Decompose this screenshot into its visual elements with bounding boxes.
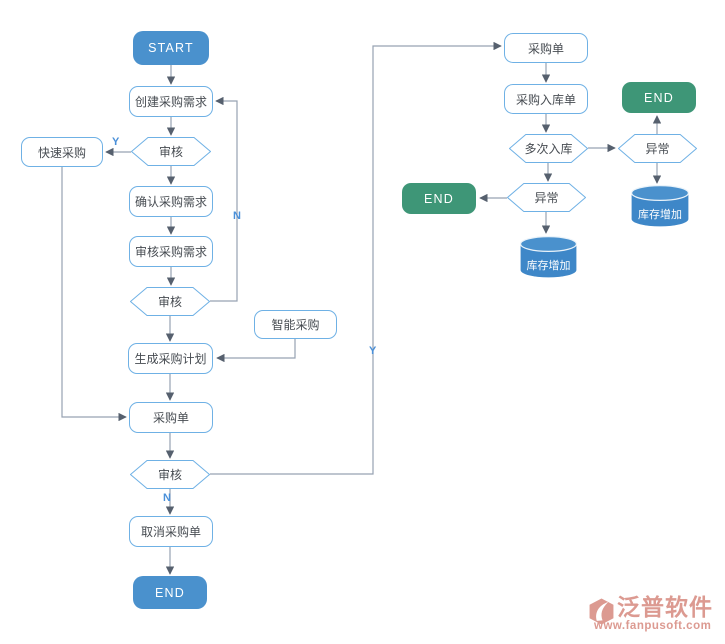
node-label: 采购单 xyxy=(152,411,189,425)
node-purchase-order: 采购单 xyxy=(129,402,213,433)
node-label: 生成采购计划 xyxy=(134,352,207,366)
node-abnormal-right: 异常 xyxy=(618,134,697,163)
branch-label-yes: Y xyxy=(369,345,377,357)
node-label: END xyxy=(644,90,674,105)
node-label: 异常 xyxy=(645,142,670,156)
node-label: 智能采购 xyxy=(271,318,320,332)
node-abnormal-center: 异常 xyxy=(507,183,586,212)
branch-label-no: N xyxy=(163,492,171,504)
node-label: 采购单 xyxy=(527,41,564,56)
node-start: START xyxy=(133,31,209,65)
cylinder-shape xyxy=(520,236,577,278)
node-label: 多次入库 xyxy=(524,142,573,156)
node-label: 审核 xyxy=(157,295,182,309)
fanpu-logo-icon xyxy=(589,598,614,625)
node-end-center: END xyxy=(402,183,476,214)
node-purchase-inbound-order: 采购入库单 xyxy=(504,84,588,114)
node-create-purchase-request: 创建采购需求 xyxy=(129,86,213,117)
node-label: 审核 xyxy=(157,468,182,482)
watermark: 泛普软件 www.fanpusoft.com xyxy=(588,594,724,632)
node-smart-purchase: 智能采购 xyxy=(254,310,337,339)
watermark-brand: 泛普软件 xyxy=(617,594,713,620)
node-purchase-order-right: 采购单 xyxy=(504,33,588,63)
node-confirm-purchase-request: 确认采购需求 xyxy=(129,186,213,217)
hexagon-shape xyxy=(618,134,697,163)
node-label: START xyxy=(148,41,194,55)
node-label: 库存增加 xyxy=(526,260,571,272)
node-cancel-purchase-order: 取消采购单 xyxy=(129,516,213,547)
node-label: 确认采购需求 xyxy=(134,195,207,209)
node-review-2: 审核 xyxy=(130,287,210,316)
node-label: 审核 xyxy=(158,145,183,159)
node-stock-increase-center: 库存增加 xyxy=(520,236,577,278)
node-stock-increase-right: 库存增加 xyxy=(631,185,689,227)
hexagon-shape xyxy=(507,183,586,212)
node-label: 采购入库单 xyxy=(515,92,576,107)
branch-label-yes: Y xyxy=(112,136,120,148)
hexagon-shape xyxy=(130,287,210,316)
watermark-url: www.fanpusoft.com xyxy=(594,620,712,632)
node-review-1: 审核 xyxy=(131,137,211,166)
node-label: 创建采购需求 xyxy=(134,95,207,109)
node-label: 库存增加 xyxy=(638,209,682,221)
node-label: 快速采购 xyxy=(37,145,86,160)
node-label: 异常 xyxy=(534,191,559,205)
hexagon-shape xyxy=(509,134,588,163)
node-label: 取消采购单 xyxy=(140,525,201,539)
node-label: 审核采购需求 xyxy=(134,245,207,259)
node-label: END xyxy=(155,585,185,600)
node-label: END xyxy=(424,191,454,206)
hexagon-shape xyxy=(130,460,210,489)
node-quick-purchase: 快速采购 xyxy=(21,137,103,167)
node-multiple-inbound: 多次入库 xyxy=(509,134,588,163)
node-review-purchase-request: 审核采购需求 xyxy=(129,236,213,267)
node-end-main: END xyxy=(133,576,207,609)
node-review-3: 审核 xyxy=(130,460,210,489)
node-end-right: END xyxy=(622,82,696,113)
branch-label-no: N xyxy=(233,210,241,222)
cylinder-shape xyxy=(631,185,689,227)
node-generate-purchase-plan: 生成采购计划 xyxy=(128,343,213,374)
